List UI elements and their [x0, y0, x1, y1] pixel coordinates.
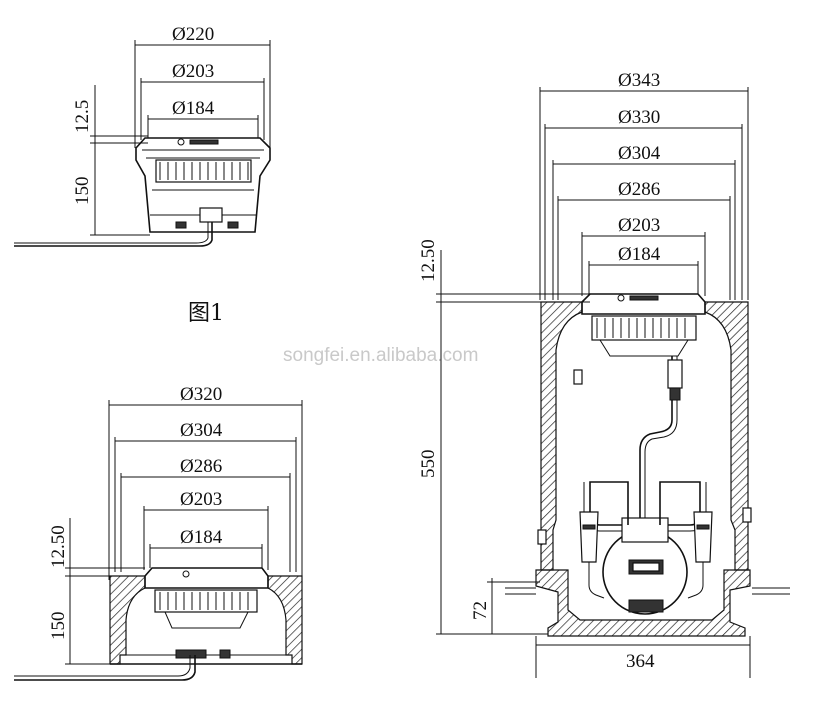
bottom-left-view: Ø320 Ø304 Ø286 Ø203 Ø184 12.50 150	[14, 384, 303, 681]
dim-diameter-184: Ø184	[172, 98, 215, 119]
bottom-left-height-dims: 12.50 150	[48, 518, 145, 665]
top-left-view: Ø220 Ø203 Ø184 12.5 150	[14, 24, 271, 326]
dim-height-150: 150	[48, 612, 69, 641]
dim-diameter-203: Ø203	[172, 61, 214, 82]
watermark-text: songfei.en.alibaba.com	[283, 345, 478, 366]
dim-diameter-203: Ø203	[618, 215, 660, 236]
dim-height-72: 72	[470, 601, 491, 620]
dim-diameter-184: Ø184	[180, 527, 223, 548]
dim-diameter-286: Ø286	[618, 179, 660, 200]
right-view: Ø343 Ø330 Ø304 Ø286 Ø203 Ø184	[418, 70, 790, 678]
dim-diameter-304: Ø304	[180, 420, 223, 441]
bottom-left-housing	[14, 567, 303, 681]
right-housing	[505, 293, 790, 637]
dim-height-12-5: 12.5	[72, 100, 93, 133]
dim-diameter-220: Ø220	[172, 24, 214, 45]
dim-width-364: 364	[626, 651, 655, 672]
top-left-diameter-dims: Ø220 Ø203 Ø184	[134, 24, 271, 148]
dim-height-12-50: 12.50	[48, 525, 69, 568]
dim-diameter-304: Ø304	[618, 143, 661, 164]
right-height-dims: 12.50 550 72	[418, 239, 590, 635]
figure-caption: 图1	[188, 301, 224, 326]
dim-diameter-343: Ø343	[618, 70, 660, 91]
right-diameter-dims: Ø343 Ø330 Ø304 Ø286 Ø203 Ø184	[539, 70, 749, 300]
dim-diameter-184: Ø184	[618, 244, 661, 265]
right-width-dim: 364	[535, 636, 751, 678]
dim-height-12-50: 12.50	[418, 239, 439, 282]
top-left-height-dims: 12.5 150	[72, 85, 150, 236]
dim-diameter-203: Ø203	[180, 489, 222, 510]
top-left-fixture	[14, 137, 271, 247]
dim-height-150: 150	[72, 177, 93, 206]
dim-height-550: 550	[418, 450, 439, 479]
dim-diameter-330: Ø330	[618, 107, 660, 128]
bottom-left-diameter-dims: Ø320 Ø304 Ø286 Ø203 Ø184	[108, 384, 303, 580]
dim-diameter-320: Ø320	[180, 384, 222, 405]
dim-diameter-286: Ø286	[180, 456, 222, 477]
